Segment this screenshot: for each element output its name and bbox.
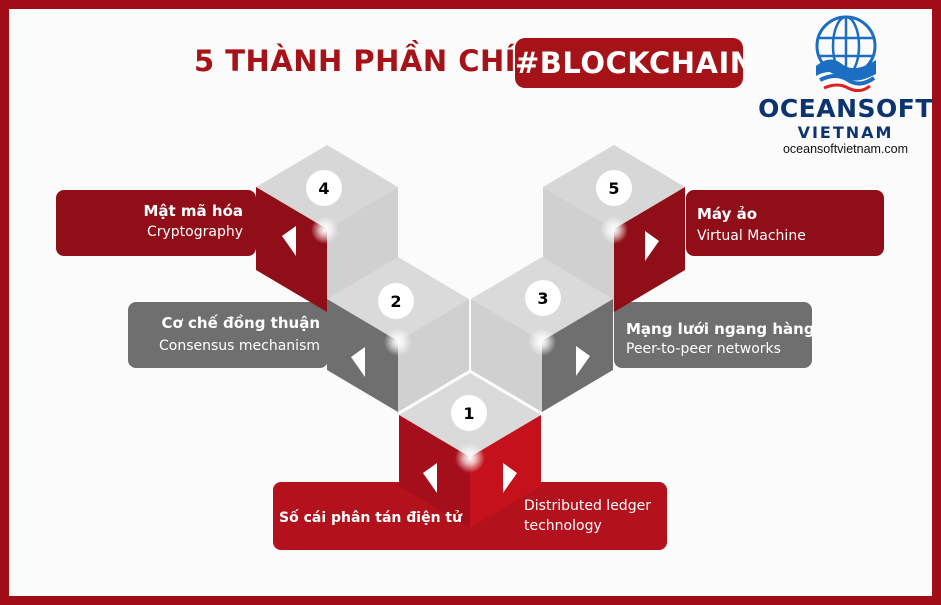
component-2-title: Cơ chế đồng thuận — [161, 314, 320, 332]
component-1-subtitle-line2: technology — [524, 518, 602, 534]
component-4-title: Mật mã hóa — [143, 202, 243, 220]
cube-5 — [543, 145, 685, 312]
logo-url: oceansoftvietnam.com — [782, 142, 909, 156]
number-1: 1 — [463, 404, 474, 423]
number-circle-3 — [525, 280, 561, 316]
number-2: 2 — [390, 292, 401, 311]
label-box-5 — [686, 190, 884, 256]
label-box-3 — [614, 302, 812, 368]
component-3-title: Mạng lưới ngang hàng — [626, 320, 815, 338]
component-5-title: Máy ảo — [697, 205, 758, 223]
label-box-4 — [56, 190, 256, 256]
label-box-2 — [128, 302, 328, 368]
page-title: 5 THÀNH PHẦN CHÍNH — [194, 44, 566, 78]
component-5-subtitle: Virtual Machine — [697, 228, 806, 244]
component-3-subtitle: Peer-to-peer networks — [626, 341, 781, 357]
number-3: 3 — [537, 289, 548, 308]
number-circle-5 — [596, 170, 632, 206]
globe-wave-icon — [815, 15, 877, 93]
company-logo: OCEANSOFT VIETNAM oceansoftvietnam.com — [758, 12, 933, 162]
number-circle-1 — [451, 395, 487, 431]
number-circle-4 — [306, 170, 342, 206]
cube-1 — [399, 373, 541, 528]
component-1-title: Số cái phân tán điện tử — [279, 510, 463, 526]
component-1-subtitle-line1: Distributed ledger — [524, 498, 651, 514]
number-5: 5 — [608, 179, 619, 198]
hashtag-badge: #BLOCKCHAIN — [515, 38, 754, 88]
logo-subtitle: VIETNAM — [797, 123, 894, 142]
logo-name: OCEANSOFT — [758, 94, 933, 123]
component-2-subtitle: Consensus mechanism — [159, 338, 320, 354]
number-4: 4 — [318, 179, 329, 198]
component-4-subtitle: Cryptography — [146, 224, 243, 240]
number-circle-2 — [378, 283, 414, 319]
